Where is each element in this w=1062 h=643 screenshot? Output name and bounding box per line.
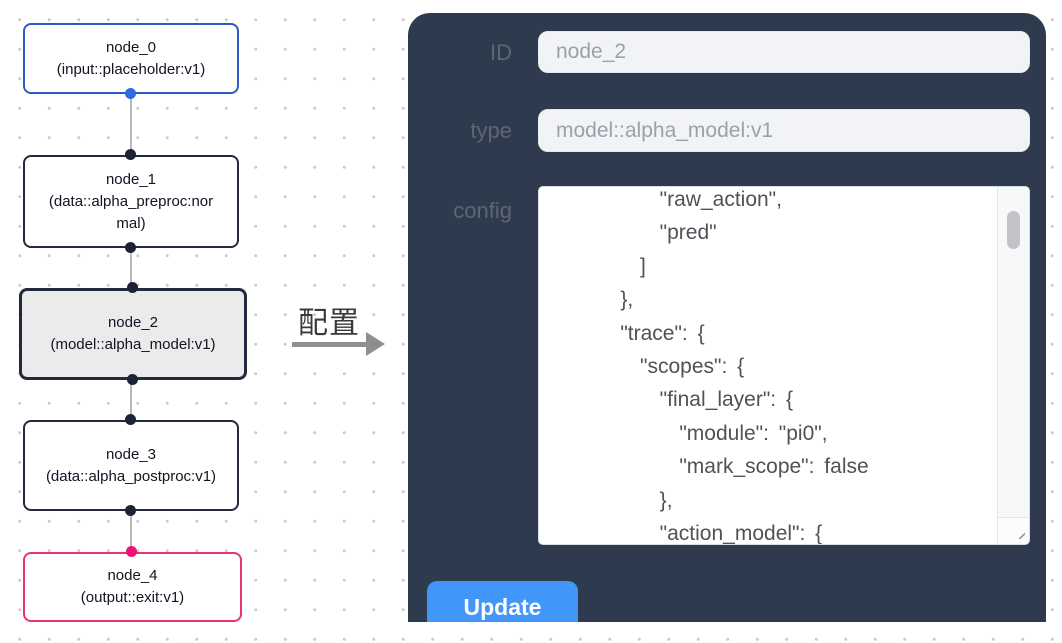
update-button[interactable]: Update [427,581,578,622]
flow-node-node_0[interactable]: node_0 (input::placeholder:v1) [23,23,239,94]
node-title: node_4 [107,567,158,584]
id-field-label: ID [490,40,512,65]
edge-node0-node1 [130,94,132,155]
source-handle-node_1[interactable] [125,242,136,253]
target-handle-node_3[interactable] [125,414,136,425]
node-subtitle: (data::alpha_postproc:v1) [45,467,217,485]
flow-node-node_2[interactable]: node_2 (model::alpha_model:v1) [19,288,247,380]
source-handle-node_0[interactable] [125,88,136,99]
config-scrollbar-track[interactable] [997,187,1029,517]
type-input[interactable] [538,109,1030,152]
node-subtitle: (data::alpha_preproc:normal) [48,192,214,232]
node-title: node_2 [107,314,159,331]
config-textarea[interactable]: "raw_action", "pred" ] }, "trace": { "sc… [538,186,1030,545]
edge-node2-node3 [130,380,132,420]
edge-node1-node2 [130,248,132,288]
target-handle-node_1[interactable] [125,149,136,160]
node-title: node_3 [105,445,157,463]
flow-node-node_1[interactable]: node_1 (data::alpha_preproc:normal) [23,155,239,248]
id-input[interactable] [538,31,1030,73]
edge-node3-node4 [130,511,132,552]
node-title: node_1 [105,170,157,188]
source-handle-node_3[interactable] [125,505,136,516]
config-json-text: "raw_action", "pred" ] }, "trace": { "sc… [620,188,869,545]
type-field-label: type [470,118,512,143]
target-handle-node_4[interactable] [126,546,137,557]
configure-annotation-label: 配置 [298,307,360,340]
target-handle-node_2[interactable] [127,282,138,293]
flow-node-node_3[interactable]: node_3 (data::alpha_postproc:v1) [23,420,239,511]
node-subtitle: (input::placeholder:v1) [56,60,206,78]
node-subtitle: (output::exit:v1) [80,589,185,606]
right-arrow-icon [366,332,385,356]
node-title: node_0 [105,38,157,56]
node-subtitle: (model::alpha_model:v1) [50,336,216,353]
config-scrollbar-thumb[interactable] [1007,211,1020,249]
source-handle-node_2[interactable] [127,374,138,385]
node-config-panel: ID type config "raw_action", "pred" ] },… [408,13,1046,622]
config-field-label: config [453,198,512,223]
resize-handle-icon [1010,524,1025,539]
right-arrow-shaft [292,342,368,347]
config-resize-corner[interactable] [997,517,1029,544]
flow-node-node_4[interactable]: node_4 (output::exit:v1) [23,552,242,622]
